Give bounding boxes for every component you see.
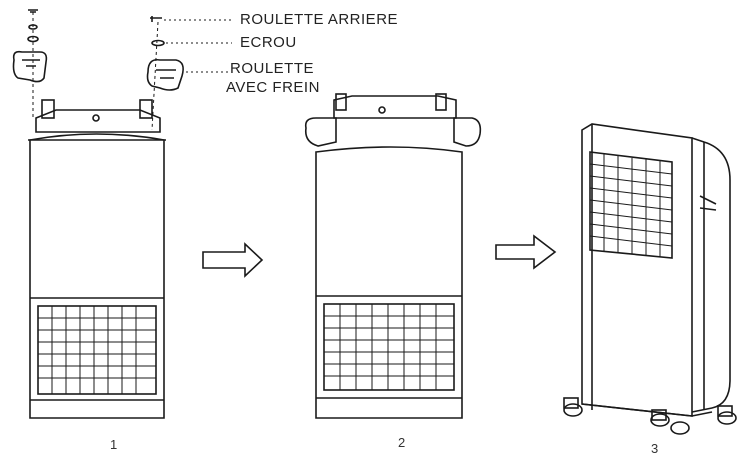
figure-1-exploded-unit xyxy=(12,9,232,419)
label-brake-wheel-line2: AVEC FREIN xyxy=(226,79,320,96)
arrow-right-1 xyxy=(202,242,264,278)
figure-3-assembled-unit xyxy=(563,123,737,435)
label-brake-wheel-line1: ROULETTE xyxy=(230,60,315,77)
label-rear-wheel: ROULETTE ARRIERE xyxy=(240,11,399,28)
front-grille-2 xyxy=(323,303,455,391)
front-grille-3 xyxy=(589,151,673,259)
exploded-wheel-left xyxy=(12,9,48,120)
arrow-right-2 xyxy=(495,234,557,270)
step-number-2: 2 xyxy=(398,435,406,450)
unit-body-2 xyxy=(315,146,463,419)
step-number-3: 3 xyxy=(651,441,659,456)
exploded-wheel-right xyxy=(146,16,232,131)
front-grille-1 xyxy=(37,305,157,395)
step-number-1: 1 xyxy=(110,437,118,452)
unit-body-1 xyxy=(29,133,165,419)
label-nut: ECROU xyxy=(240,34,297,51)
unit-body-3 xyxy=(581,123,693,417)
caster-wheels-3 xyxy=(563,397,737,435)
figure-2-mounted-unit xyxy=(304,93,482,419)
